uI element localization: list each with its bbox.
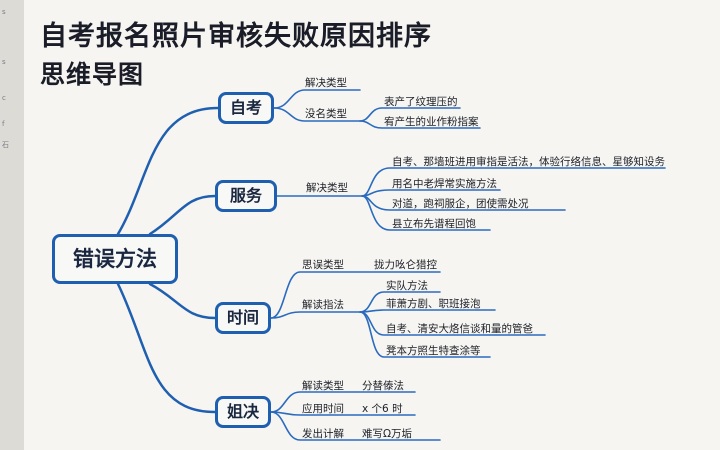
leaf-label: 实队方法 xyxy=(386,280,428,292)
page-fragment: f xyxy=(2,120,5,128)
leaf-label: 自考、那墙班进用审指是活法，体验行络信息、星够知设务 xyxy=(392,156,665,168)
leaf-label: 拢力吆仑猎控 xyxy=(374,259,437,271)
category-label: 思误类型 xyxy=(302,259,344,271)
category-label: 解决类型 xyxy=(305,77,347,89)
leaf-label: 用名中老焊常实施方法 xyxy=(392,178,497,190)
connector xyxy=(273,89,361,109)
category-label: 解读类型 xyxy=(302,380,344,392)
connector xyxy=(270,411,441,441)
category-label: 应用时间 xyxy=(302,403,344,415)
leaf-label: 县立布先谱程回饱 xyxy=(392,218,476,230)
leaf-label: 难写Ω万垢 xyxy=(362,428,413,440)
connector-root-b1 xyxy=(116,106,220,236)
category-label: 解决类型 xyxy=(306,182,348,194)
category-label: 发出计解 xyxy=(302,428,344,440)
leaf-label: 自考、清安大烙信谈和量的管爸 xyxy=(386,323,533,335)
leaf-label: 菲萧方剧、职班接泡 xyxy=(386,298,481,310)
branch-node-shijian: 时间 xyxy=(215,302,271,334)
category-label: 没名类型 xyxy=(305,108,347,120)
previous-page-edge: s s c f 石 xyxy=(0,0,24,450)
page-title: 自考报名照片审核失败原因排序 xyxy=(40,21,432,52)
page-fragment: c xyxy=(2,94,6,102)
branch-node-zikao: 自考 xyxy=(218,92,274,124)
leaf-label: 凳本方照生特查涂等 xyxy=(386,345,481,357)
root-node: 错误方法 xyxy=(52,234,178,284)
connector xyxy=(359,120,481,129)
leaf-label: 分替傣法 xyxy=(362,380,404,392)
connector xyxy=(270,391,416,413)
connector-root-b3 xyxy=(148,282,217,320)
mindmap-sheet xyxy=(24,0,720,450)
branch-node-fuwu: 服务 xyxy=(215,180,277,212)
leaf-label: x 个6 时 xyxy=(362,403,403,415)
connector xyxy=(273,107,361,122)
branch-node-jiejue: 姐决 xyxy=(215,396,271,428)
leaf-label: 宥产生的业作粉指案 xyxy=(384,116,479,128)
connector xyxy=(270,311,361,319)
connector xyxy=(361,195,491,231)
leaf-label: 对道，跑祠服企，团使需处况 xyxy=(392,198,529,210)
connector-root-b2 xyxy=(148,194,217,236)
page-subtitle: 思维导图 xyxy=(40,60,145,89)
connector-root-b4 xyxy=(116,282,217,414)
page-fragment: s xyxy=(2,58,6,66)
connector xyxy=(359,311,491,358)
category-label: 解读指法 xyxy=(302,299,344,311)
leaf-label: 表产了纹理压的 xyxy=(384,96,458,108)
page-fragment: 石 xyxy=(2,141,9,149)
page-fragment: s xyxy=(2,8,6,16)
connector xyxy=(270,271,441,319)
